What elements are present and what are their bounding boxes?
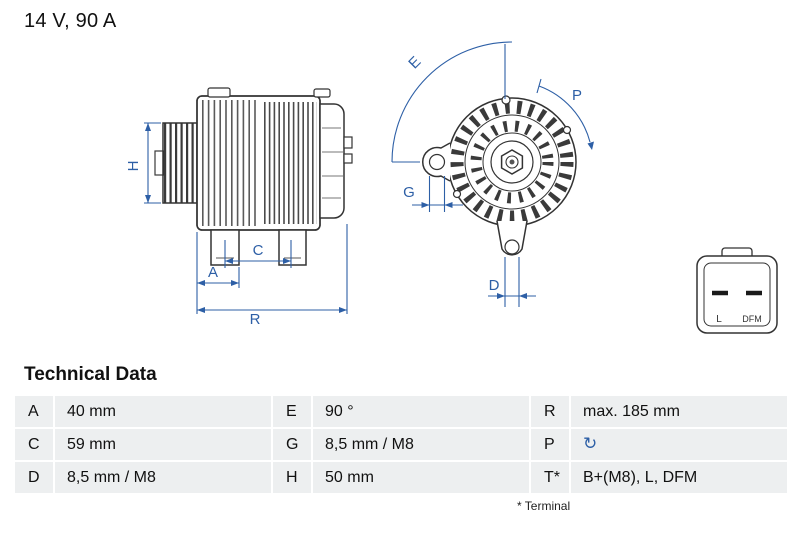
tech-value-c: 59 mm — [55, 429, 271, 460]
tech-key-e: E — [273, 396, 311, 427]
pin-label-l: L — [716, 314, 722, 325]
left-lug-hole — [428, 153, 446, 171]
terminal-connector: L DFM — [696, 247, 778, 334]
dim-label-p: P — [572, 87, 582, 104]
dim-label-e: E — [405, 53, 424, 72]
tech-value-t: B+(M8), L, DFM — [571, 462, 787, 493]
tech-key-a: A — [15, 396, 53, 427]
tech-key-h: H — [273, 462, 311, 493]
front-ring — [482, 132, 542, 192]
technical-data-heading: Technical Data — [24, 364, 157, 385]
tech-key-t: T* — [531, 462, 569, 493]
front-view-dimensions — [391, 41, 594, 307]
tech-value-g: 8,5 mm / M8 — [313, 429, 529, 460]
terminal-footnote: * Terminal — [517, 499, 571, 513]
tech-key-g: G — [273, 429, 311, 460]
bottom-lug-hole — [504, 239, 520, 255]
spec-heading: 14 V, 90 A — [24, 10, 117, 32]
top-lug — [207, 87, 231, 98]
bplus-terminal — [313, 88, 331, 98]
tech-value-e: 90 ° — [313, 396, 529, 427]
rim-screw — [501, 95, 511, 105]
tech-value-d: 8,5 mm / M8 — [55, 462, 271, 493]
rear-terminal-stub — [343, 153, 353, 164]
front-ring — [464, 114, 560, 210]
connector-inner-wall — [703, 262, 771, 327]
rim-screw — [452, 189, 462, 199]
rotation-direction-icon: ↻ — [571, 429, 787, 460]
housing-body — [196, 95, 321, 231]
dim-label-a: A — [208, 264, 218, 281]
rear-bracket — [319, 103, 345, 219]
tech-key-p: P — [531, 429, 569, 460]
dim-label-g: G — [403, 184, 415, 201]
tech-value-r: max. 185 mm — [571, 396, 787, 427]
tech-key-d: D — [15, 462, 53, 493]
alternator-side-view — [154, 87, 353, 266]
dim-label-c: C — [253, 242, 264, 259]
rim-screw — [562, 125, 572, 135]
side-view-dimensions — [144, 122, 348, 314]
alternator-diagram: H A C R — [125, 41, 778, 334]
dim-label-d: D — [489, 277, 500, 294]
connector-shell — [696, 255, 778, 334]
rear-terminal-stub — [343, 136, 353, 149]
tech-key-c: C — [15, 429, 53, 460]
dim-label-r: R — [250, 311, 261, 328]
pin-label-dfm: DFM — [742, 314, 762, 324]
outer-vent-slots — [450, 100, 574, 224]
tech-key-r: R — [531, 396, 569, 427]
tech-value-a: 40 mm — [55, 396, 271, 427]
alternator-front-view — [422, 95, 577, 256]
inner-vent-slots — [470, 120, 554, 204]
shaft-center-dot — [509, 159, 515, 165]
technical-data-table: A 40 mm E 90 ° R max. 185 mm C 59 mm G 8… — [15, 396, 787, 493]
dim-label-h: H — [125, 161, 142, 172]
tech-value-h: 50 mm — [313, 462, 529, 493]
